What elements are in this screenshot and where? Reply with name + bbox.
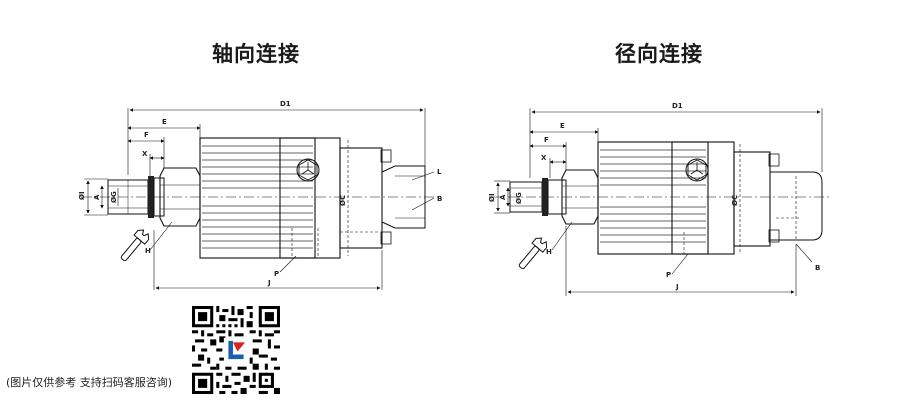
axial-label-j: J: [267, 279, 271, 287]
axial-label-di: ØI: [78, 191, 86, 200]
axial-label-e: E: [162, 118, 167, 126]
radial-label-e: E: [560, 122, 565, 130]
axial-label-l: L: [437, 168, 442, 176]
radial-label-h: H: [546, 248, 552, 256]
axial-hex-socket-icon: [296, 158, 320, 182]
disclaimer-caption: (图片仅供参考 支持扫码客服咨询): [6, 376, 173, 389]
qr-code-icon: [192, 306, 280, 394]
axial-label-a: A: [93, 194, 101, 200]
title-radial-connection: 径向连接: [615, 42, 703, 66]
axial-label-dc: ØC: [339, 195, 347, 206]
axial-label-dg: ØG: [110, 191, 118, 203]
axial-label-b: B: [437, 195, 442, 203]
radial-label-dg: ØG: [515, 192, 523, 204]
axial-hex-nut: [159, 167, 201, 227]
radial-wrench-icon: [518, 237, 548, 270]
axial-label-f: F: [144, 131, 149, 139]
axial-label-p: P: [274, 270, 279, 278]
radial-label-x: X: [541, 154, 547, 162]
radial-label-dc: ØC: [731, 195, 739, 206]
radial-label-b: B: [815, 264, 820, 272]
radial-label-f: F: [544, 136, 549, 144]
axial-label-h: H: [145, 247, 151, 255]
radial-label-p: P: [666, 271, 671, 279]
title-axial-connection: 轴向连接: [212, 42, 300, 66]
radial-joint-drawing: D1 E F X ØI A ØG ØC H P J B: [488, 102, 830, 296]
radial-label-a: A: [499, 194, 507, 200]
radial-hex-socket-icon: [685, 158, 709, 182]
axial-joint-drawing: D1 E F X ØI A ØG ØC H P J L B: [78, 100, 442, 290]
radial-label-j: J: [675, 283, 679, 291]
axial-label-d1: D1: [280, 100, 291, 108]
axial-label-x: X: [142, 150, 148, 158]
axial-wrench-icon: [120, 229, 150, 262]
axial-ribbed-body: [199, 137, 316, 259]
radial-label-di: ØI: [488, 193, 496, 202]
radial-label-d1: D1: [672, 102, 683, 110]
axial-outlet-fitting: [381, 165, 426, 229]
